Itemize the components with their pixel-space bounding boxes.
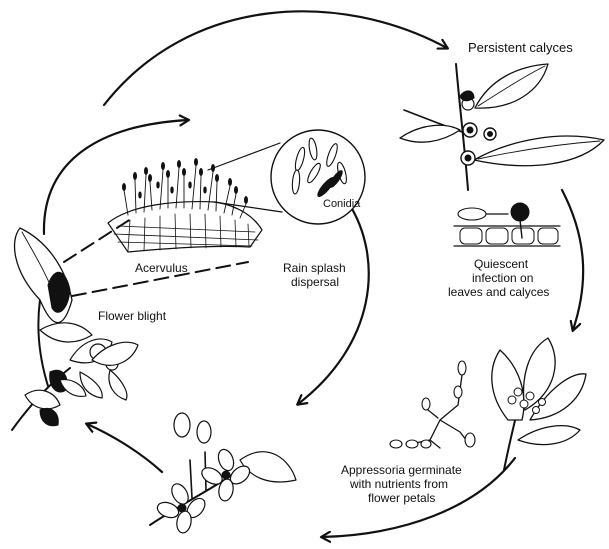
- label-acervulus: Acervulus: [135, 261, 188, 275]
- quiescent-infection-illustration: [454, 203, 560, 246]
- zoom-line-top: [208, 143, 280, 170]
- label-rain-splash-line-1: Rain splash: [283, 261, 346, 275]
- cycle-arrow-top: [104, 11, 447, 105]
- cycle-arrow-lower-left: [87, 424, 162, 472]
- conidia-zoom-circle: Conidia: [271, 130, 365, 224]
- label-persistent-calyces: Persistent calyces: [468, 40, 573, 55]
- label-flower-blight: Flower blight: [98, 309, 167, 323]
- label-quiescent-line-2: infection on: [472, 271, 533, 285]
- cycle-arrow-right: [562, 190, 583, 330]
- healthy-flowers-illustration: [150, 413, 296, 534]
- label-appressoria-line-3: flower petals: [368, 491, 435, 505]
- label-quiescent-line-1: Quiescent: [474, 257, 529, 271]
- label-conidia: Conidia: [323, 198, 361, 210]
- label-appressoria-line-1: Appressoria germinate: [341, 463, 462, 477]
- appressoria-illustration: [390, 361, 475, 448]
- rain-splash-arrow: [298, 202, 369, 404]
- leaf-cluster-illustration: [492, 338, 586, 470]
- persistent-calyces-illustration: [400, 64, 604, 190]
- label-rain-splash-line-2: dispersal: [291, 275, 339, 289]
- label-quiescent-line-3: leaves and calyces: [448, 285, 549, 299]
- flower-blight-illustration: [12, 228, 138, 430]
- label-appressoria-line-2: with nutrients from: [349, 477, 448, 491]
